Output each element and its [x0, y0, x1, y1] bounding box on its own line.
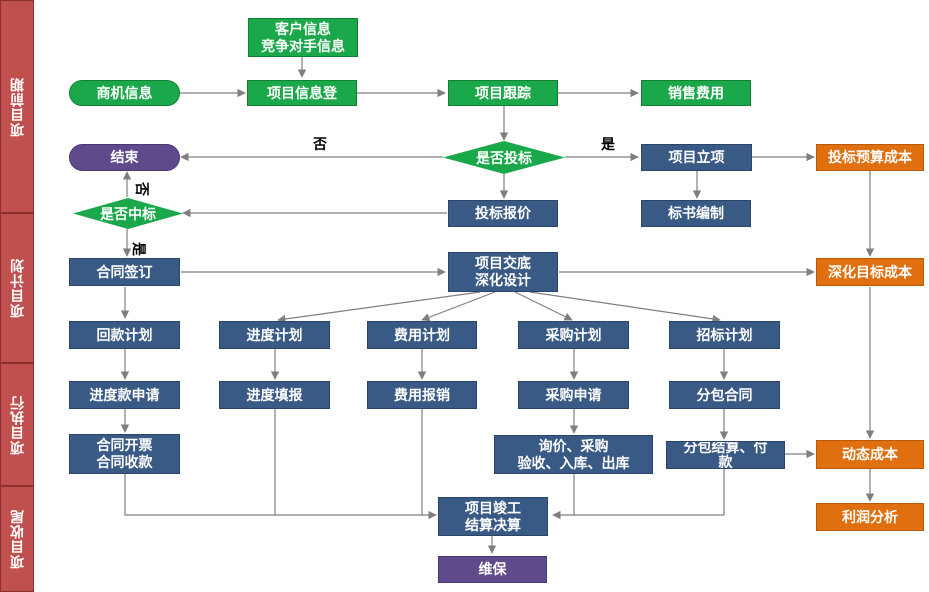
- node-bid-budget-cost: 投标预算成本: [816, 144, 924, 171]
- node-progress-payment: 进度款申请: [69, 381, 180, 409]
- node-progress-report: 进度填报: [219, 381, 330, 409]
- label-no-bid: 否: [313, 136, 327, 152]
- node-payment-plan: 回款计划: [69, 321, 180, 349]
- bid-decision-label: 是否投标: [476, 149, 532, 166]
- node-expense-claim: 费用报销: [367, 381, 477, 409]
- node-purchase-request: 采购申请: [518, 381, 629, 409]
- node-bid-decision: 是否投标: [443, 141, 565, 174]
- node-contract-sign: 合同签订: [69, 258, 180, 286]
- node-tender-prep: 标书编制: [641, 200, 751, 227]
- node-inquiry-receive: 询价、采购 验收、入库、出库: [494, 435, 653, 474]
- node-project-setup: 项目立项: [641, 144, 752, 171]
- node-subcontract: 分包合同: [669, 381, 780, 409]
- win-decision-shape: [73, 198, 183, 229]
- node-completion-settle: 项目竣工 结算决算: [438, 497, 548, 536]
- edge-inquiry-completion: [552, 474, 575, 520]
- node-customer-info: 客户信息 竞争对手信息: [248, 18, 358, 57]
- label-no-win: 否: [134, 182, 150, 196]
- node-end: 结束: [69, 144, 180, 171]
- node-profit-analysis: 利润分析: [816, 503, 924, 531]
- node-sales-expense: 销售费用: [641, 80, 751, 106]
- node-maintenance: 维保: [438, 556, 547, 583]
- node-project-register: 项目信息登: [247, 80, 357, 106]
- lane-pre: 项目前期: [0, 0, 34, 213]
- node-subcontract-settle: 分包结算、付 款: [666, 441, 785, 469]
- bid-decision-shape: [443, 141, 565, 174]
- node-win-decision: 是否中标: [73, 198, 183, 229]
- edge-settle-completion: [574, 469, 725, 516]
- node-dynamic-cost: 动态成本: [816, 440, 924, 469]
- label-yes-bid: 是: [601, 136, 615, 152]
- edge-handover-purchaseplan: [514, 291, 573, 321]
- label-yes-win: 是: [131, 242, 147, 256]
- node-tender-plan: 招标计划: [669, 321, 780, 349]
- node-purchase-plan: 采购计划: [518, 321, 629, 349]
- node-bid-quote: 投标报价: [448, 200, 558, 227]
- edge-invoice-completion: [124, 474, 437, 520]
- node-opportunity: 商机信息: [69, 80, 180, 106]
- edge-handover-progressplan: [277, 291, 481, 324]
- lane-close: 项目收尾: [0, 486, 34, 592]
- win-decision-label: 是否中标: [100, 205, 156, 222]
- lane-plan: 项目计划: [0, 213, 34, 363]
- node-project-tracking: 项目跟踪: [448, 80, 558, 106]
- node-target-cost: 深化目标成本: [816, 258, 924, 286]
- node-expense-plan: 费用计划: [367, 321, 477, 349]
- node-invoice-collect: 合同开票 合同收款: [69, 434, 180, 474]
- node-handover-design: 项目交底 深化设计: [448, 252, 558, 292]
- edge-handover-tenderplan: [529, 291, 721, 324]
- node-progress-plan: 进度计划: [219, 321, 330, 349]
- edge-handover-expenseplan: [421, 291, 496, 322]
- lane-exec: 项目执行: [0, 363, 34, 486]
